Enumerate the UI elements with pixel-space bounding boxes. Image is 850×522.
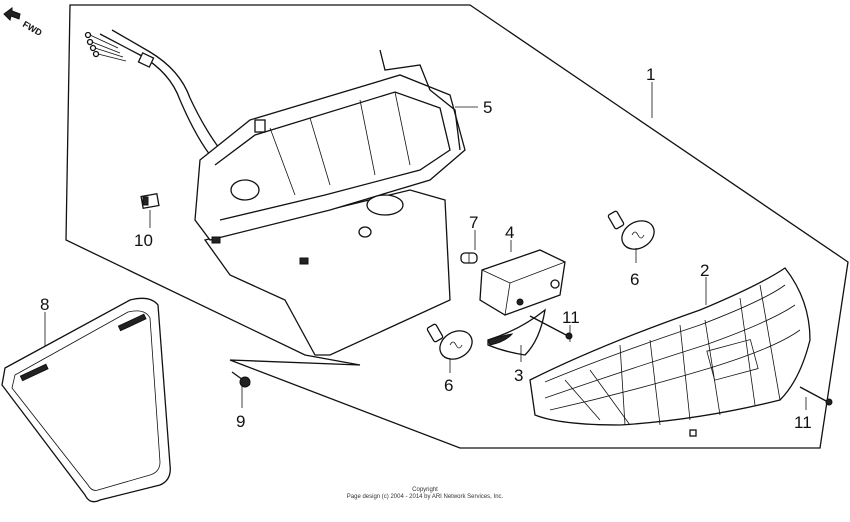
part-7-bulb <box>460 252 478 264</box>
wiring-harness <box>84 29 223 156</box>
part-4-socket <box>479 249 566 316</box>
callout-10: 10 <box>134 231 153 250</box>
callout-3: 3 <box>514 366 523 385</box>
callout-2: 2 <box>700 261 709 280</box>
rear-bracket <box>194 49 466 356</box>
fwd-arrow-icon: FWD <box>3 7 44 38</box>
callout-4: 4 <box>505 223 514 242</box>
part-11-screw-upper <box>529 315 573 340</box>
callout-6-upper: 6 <box>630 270 639 289</box>
callout-6-lower: 6 <box>444 376 453 395</box>
part-10-grommet <box>140 192 160 210</box>
assembly-boundary <box>65 4 849 449</box>
callout-11-lower: 11 <box>794 413 812 432</box>
callout-1: 1 <box>646 65 655 84</box>
callout-5: 5 <box>483 98 492 117</box>
callout-7: 7 <box>469 213 478 232</box>
part-8-plate <box>1 297 171 503</box>
callout-11-upper: 11 <box>562 308 580 327</box>
leader-lines <box>44 82 807 410</box>
copyright-line: Copyright <box>412 487 438 493</box>
callout-9: 9 <box>236 412 245 431</box>
part-11-screw-lower <box>799 386 833 406</box>
part-6-bulb-lower <box>426 323 473 360</box>
part-6-bulb-upper <box>607 210 655 250</box>
callout-8: 8 <box>40 295 49 314</box>
part-9-bolt <box>231 371 251 388</box>
fwd-label: FWD <box>21 19 44 38</box>
callout-labels: 1 2 3 4 5 6 6 7 8 9 10 11 11 <box>40 65 812 432</box>
copyright-notice: Page design (c) 2004 - 2014 by ARI Netwo… <box>346 494 504 500</box>
part-3-gasket <box>487 308 546 356</box>
part-2-lens <box>529 267 811 437</box>
